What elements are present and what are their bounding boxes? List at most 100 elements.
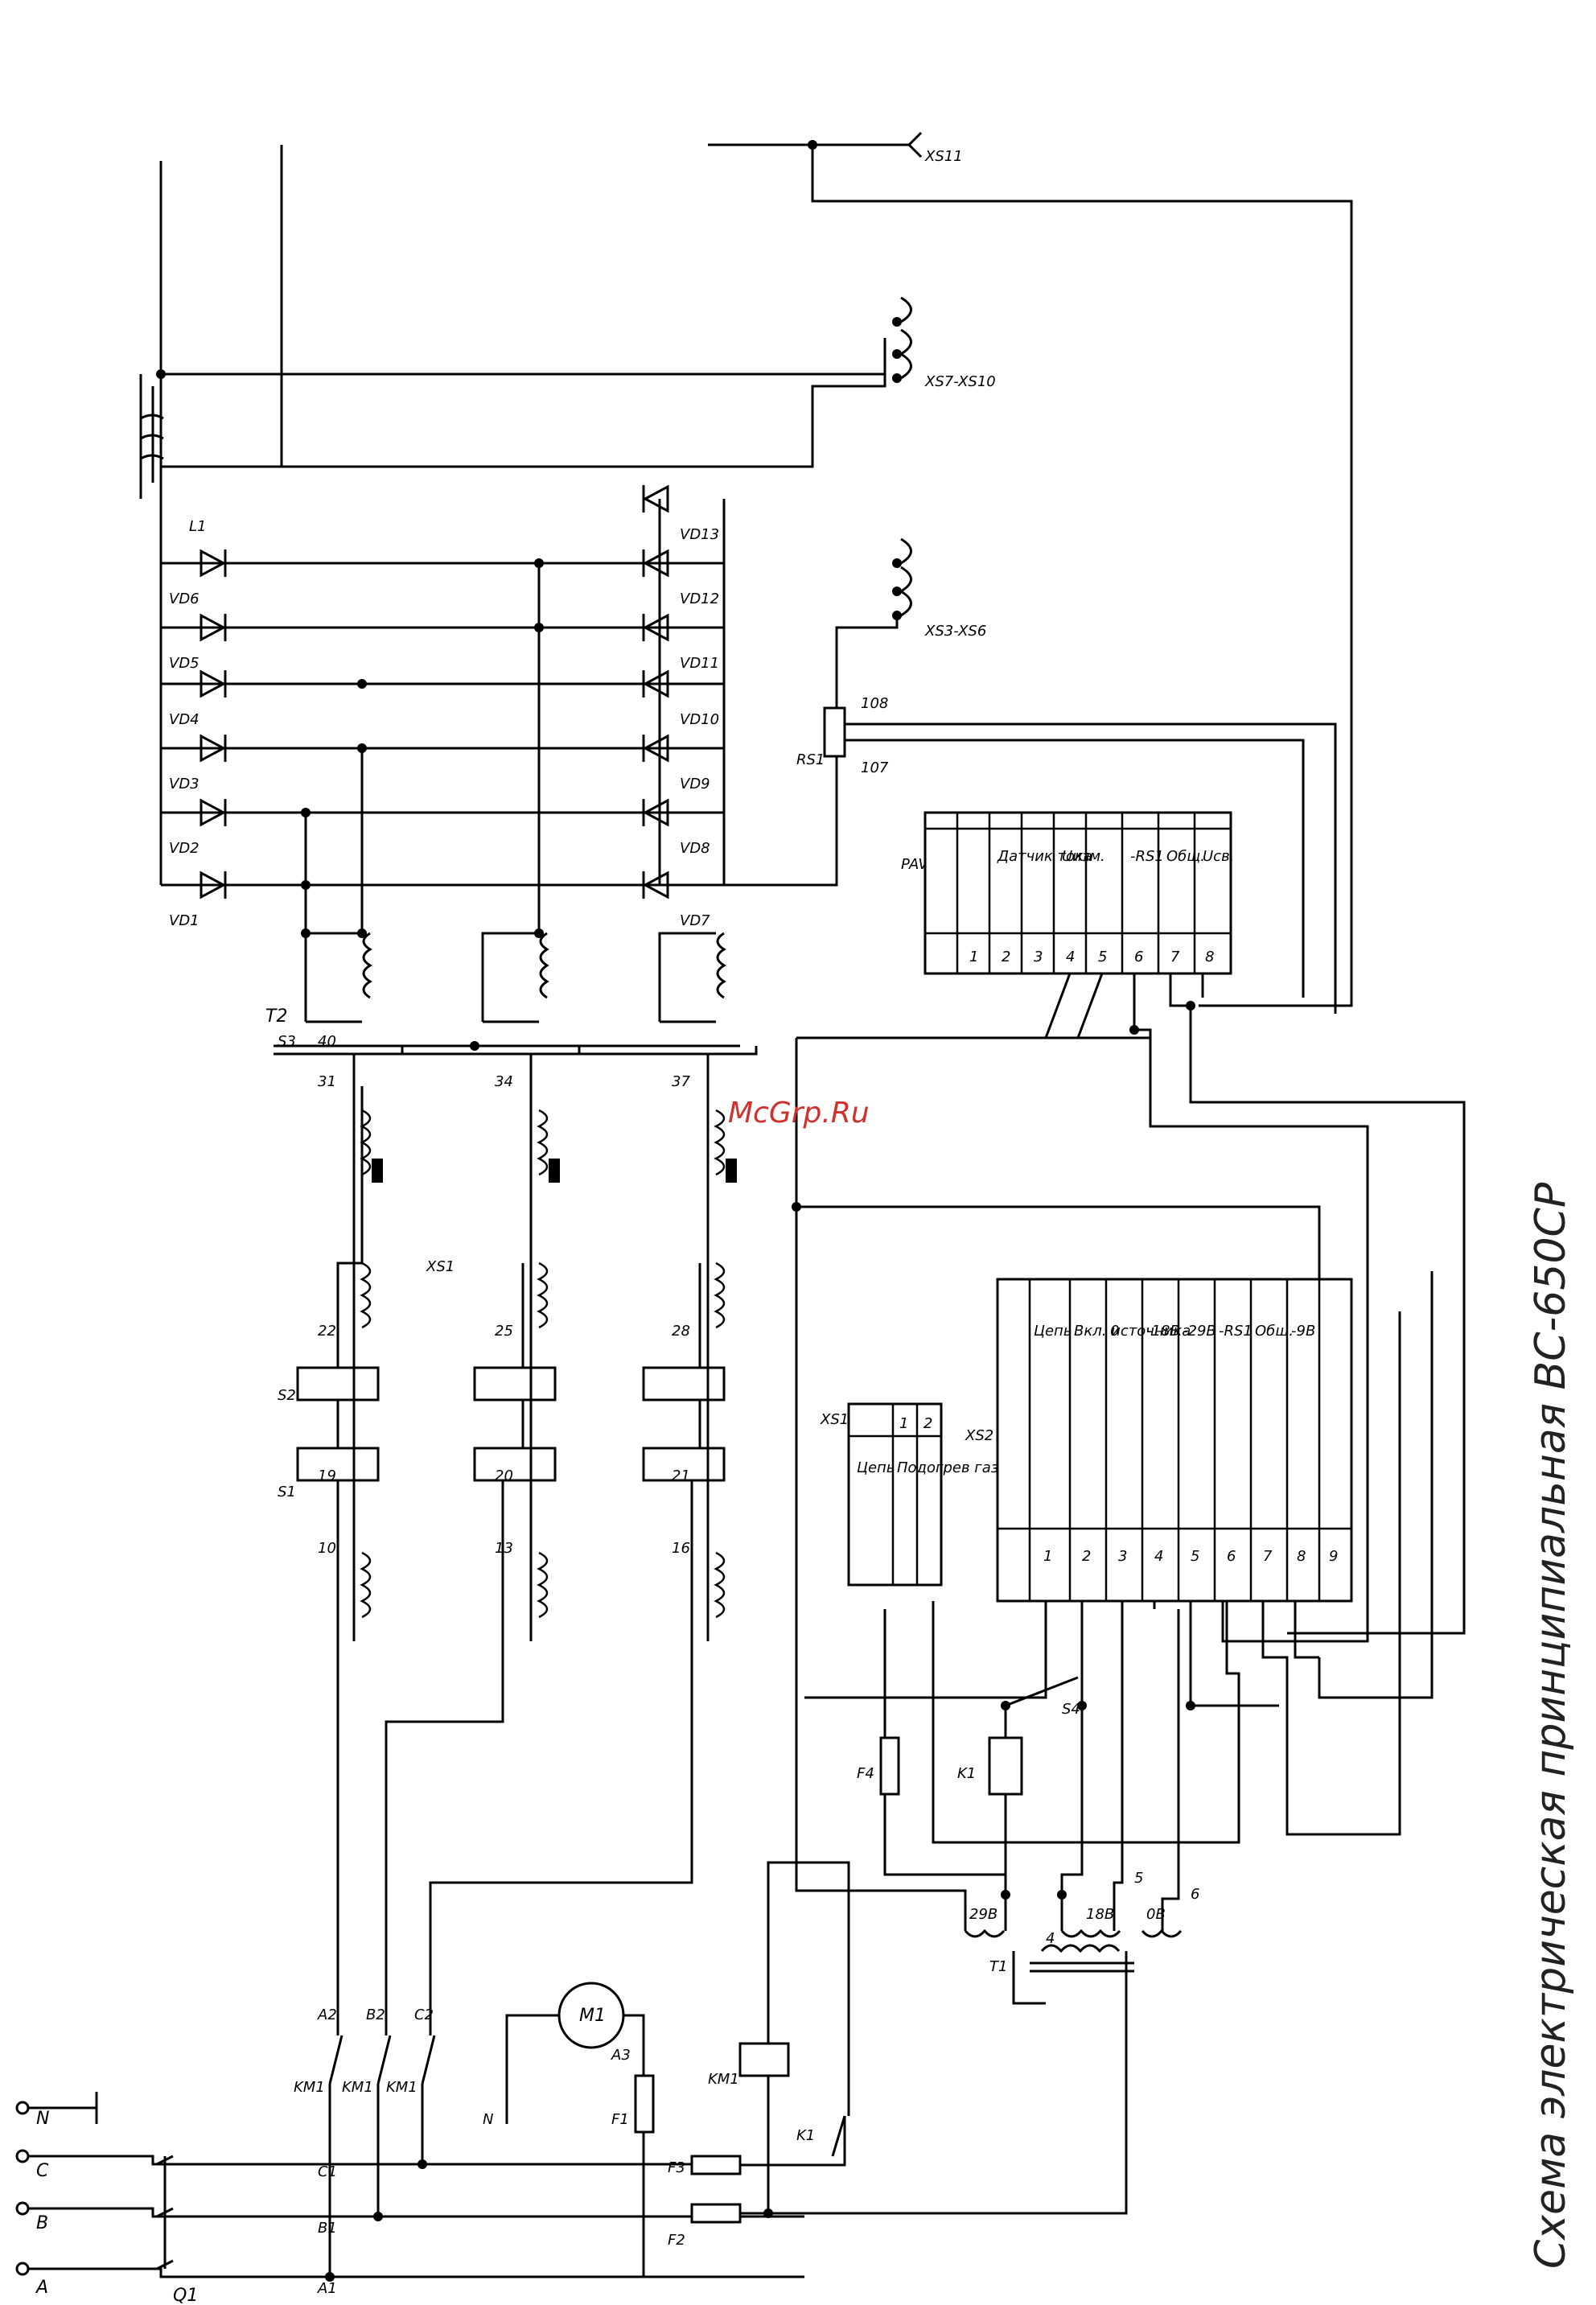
node-b2: B2	[366, 2007, 385, 2023]
xs2-row-6-text: -RS1	[1219, 1323, 1253, 1340]
socket-xs11-label: XS11	[924, 148, 963, 165]
xs2-pin-4: 4	[1154, 1548, 1163, 1565]
xs2-pin-8: 8	[1297, 1548, 1306, 1565]
term-21: 21	[672, 1467, 690, 1484]
fuse-f2-label: F2	[668, 2232, 685, 2249]
term-22: 22	[318, 1323, 336, 1340]
s2-block-row3	[642, 1366, 726, 1402]
pav1-pin-2: 2	[1002, 949, 1010, 965]
rectifier-bridge: VD1 VD2 VD3 VD4 VD5 VD6 VD7 VD8 VD9 VD10…	[159, 161, 726, 933]
pav1-pin-7: 7	[1170, 949, 1180, 965]
term-19: 19	[318, 1467, 336, 1484]
terminal-n	[15, 2101, 30, 2115]
rs1-107: 107	[861, 759, 889, 776]
diode-vd6	[200, 549, 227, 578]
fuse-f3	[690, 2155, 742, 2175]
title-group: Схема электрическая принципиальная ВС-65…	[728, 1097, 1575, 2269]
phase-n-label: N	[36, 2109, 49, 2129]
t1-tap-5: 5	[1134, 1870, 1143, 1887]
xs1-row-1-text: Цепь	[857, 1459, 895, 1476]
diode-vd8	[642, 798, 669, 827]
vd13-label: VD13	[680, 526, 719, 543]
node-c2: C2	[414, 2007, 434, 2023]
t1-label: T1	[989, 1958, 1007, 1975]
t1-tap-4: 4	[1046, 1930, 1055, 1947]
xs1-pin-1: 1	[899, 1415, 908, 1432]
node-a2: A2	[317, 2007, 337, 2023]
connector-xs2: XS2 1 2 3 4 5 6 7 8 9 Цепь Вкл. источник…	[804, 1271, 1434, 1844]
diode-vd10	[642, 669, 669, 698]
k1-contact	[831, 2115, 846, 2157]
terminal-b	[15, 2201, 30, 2216]
motor-neutral-label: N	[483, 2111, 493, 2128]
t1-tap-18v: 18В	[1086, 1906, 1114, 1923]
diode-vd13	[642, 484, 669, 513]
diode-vd9	[642, 734, 669, 763]
relay-k1	[988, 1736, 1023, 1796]
km1-coil-label: KM1	[708, 2071, 739, 2088]
switch-s2-label: S2	[278, 1387, 296, 1404]
term-20: 20	[495, 1467, 513, 1484]
diode-vd11	[642, 613, 669, 642]
choke-l1	[139, 145, 886, 499]
xs2-label: XS2	[965, 1427, 993, 1444]
km1-coil	[738, 2042, 790, 2077]
pav1-row-7-text: Общ.	[1166, 848, 1205, 865]
vd8-label: VD8	[680, 840, 710, 857]
fuse-f4	[879, 1736, 900, 1796]
pav1-pin-8: 8	[1205, 949, 1214, 965]
fuse-f1	[634, 2074, 655, 2134]
pav1-row-6-text: -RS1	[1130, 848, 1164, 865]
xs2-row-5-text: -29В	[1183, 1323, 1216, 1340]
diode-vd5	[200, 613, 227, 642]
transformer-t1: T1 29В 18В 0В 4 5 6	[795, 1038, 1199, 2005]
km1-label-b: KM1	[342, 2079, 373, 2096]
vd11-label: VD11	[680, 655, 719, 672]
pav1-block: PAV1 1 2 3 4 5 6 7 8 Датчик тока Uизм. -…	[792, 811, 1466, 1643]
phase-b-label: B	[36, 2213, 48, 2233]
pav1-pin-5: 5	[1098, 949, 1107, 965]
diode-vd12	[642, 549, 669, 578]
socket-xs3-xs6-label: XS3-XS6	[924, 623, 986, 640]
switch-s1-label: S1	[278, 1484, 296, 1500]
t1-tap-29v: 29В	[969, 1906, 998, 1923]
xs2-row-3-text: 0	[1110, 1323, 1119, 1340]
xs1-row-2-text: Подогрев газа	[897, 1459, 1007, 1476]
diode-vd2	[200, 798, 227, 827]
connector-xs1: XS1 1 2 Цепь Подогрев газа	[820, 1402, 1007, 1587]
rs1-108: 108	[861, 695, 888, 712]
diode-vd1	[200, 871, 227, 899]
xs2-row-4-text: -18В	[1146, 1323, 1180, 1340]
term-28: 28	[672, 1323, 690, 1340]
xs2-pin-1: 1	[1043, 1548, 1052, 1565]
diode-vd4	[200, 669, 227, 698]
s1-block-row2	[473, 1447, 557, 1482]
term-40: 40	[318, 1033, 336, 1050]
term-37: 37	[672, 1073, 690, 1090]
vd3-label: VD3	[169, 776, 200, 792]
terminal-a	[15, 2262, 30, 2276]
xs2-row-2-text: Вкл. источника	[1074, 1323, 1191, 1340]
xs2-pin-3: 3	[1118, 1548, 1127, 1565]
xs2-pin-9: 9	[1329, 1548, 1338, 1565]
fuse-f2	[690, 2203, 742, 2224]
watermark: McGrp.Ru	[728, 1097, 870, 1130]
pav1-pin-4: 4	[1066, 949, 1075, 965]
shunt-rs1: RS1 107 108	[724, 695, 1337, 1014]
km1-label-a: KM1	[294, 2079, 325, 2096]
t1-tap-0v: 0В	[1146, 1906, 1166, 1923]
node-c1: C1	[318, 2163, 337, 2180]
xs1-pin-2: 2	[923, 1415, 932, 1432]
mains-input: A B C N Q1 A1 B1 C1 KM1 KM1 KM1 A2 B2 C2…	[15, 1086, 1128, 2305]
switch-blocks: S1 S2 S3 10 19 22 31 13 20 25 34 16 21 2…	[278, 1033, 758, 1641]
xs2-row-7-text: Общ.	[1255, 1323, 1294, 1340]
vd7-label: VD7	[680, 912, 710, 929]
choke-l1-label: L1	[189, 518, 206, 535]
vd6-label: VD6	[169, 591, 200, 607]
pav1-pin-1: 1	[969, 949, 978, 965]
t2-label: T2	[265, 1006, 287, 1027]
k1-contact-label: K1	[796, 2127, 815, 2144]
xs1-label: XS1	[820, 1411, 849, 1428]
rs1-label: RS1	[796, 751, 825, 768]
vd9-label: VD9	[680, 776, 710, 792]
